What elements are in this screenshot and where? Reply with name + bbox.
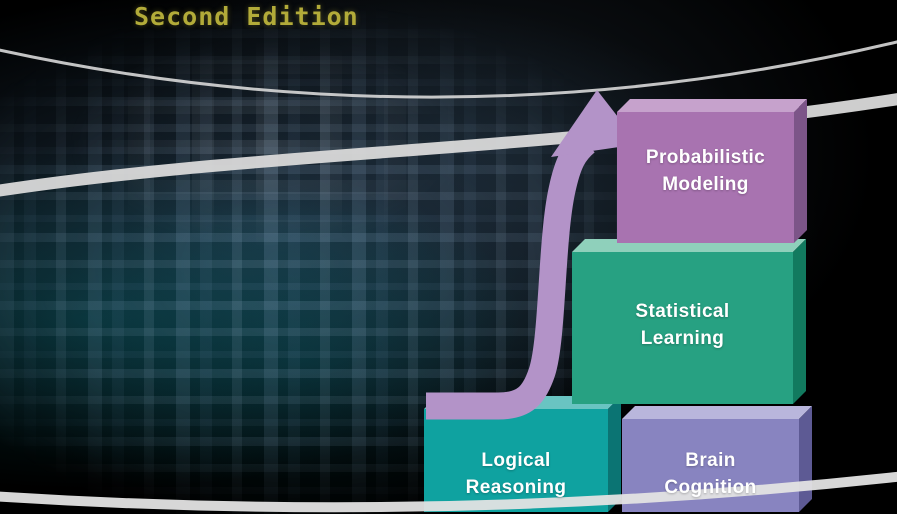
box-logical-reasoning-front-face [424, 409, 608, 512]
bottom-orbit-arc [0, 471, 897, 513]
block-label-line: Learning [640, 327, 725, 349]
block-label-line: Cognition [664, 476, 757, 498]
block-label-line: Modeling [662, 173, 749, 195]
box-probabilistic-modeling [617, 99, 807, 243]
growth-arrow-shaft [426, 131, 595, 420]
block-label-probabilistic-modeling: Probabilistic Modeling [617, 145, 794, 198]
box-probabilistic-modeling-top-face [617, 99, 807, 112]
box-logical-reasoning-right-face [608, 396, 621, 512]
box-probabilistic-modeling-front-face [617, 112, 794, 243]
box-statistical-learning-front-face [572, 252, 793, 404]
block-label-brain-cognition: Brain Cognition [622, 448, 799, 501]
block-label-line: Statistical [635, 301, 730, 322]
box-brain-cognition-right-face [799, 406, 812, 512]
box-statistical-learning [572, 239, 806, 404]
block-label-line: Logical [481, 450, 551, 471]
box-probabilistic-modeling-right-face [794, 99, 807, 243]
block-label-line: Brain [685, 450, 736, 471]
block-label-line: Reasoning [465, 476, 567, 498]
box-statistical-learning-right-face [793, 239, 806, 404]
box-brain-cognition-top-face [622, 406, 812, 419]
thin-orbit-arc [0, 40, 897, 99]
block-label-line: Probabilistic [645, 147, 766, 168]
box-logical-reasoning [424, 396, 621, 512]
block-label-logical-reasoning: Logical Reasoning [424, 448, 608, 501]
block-label-statistical-learning: Statistical Learning [572, 299, 793, 352]
edition-label: Second Edition [134, 2, 359, 31]
